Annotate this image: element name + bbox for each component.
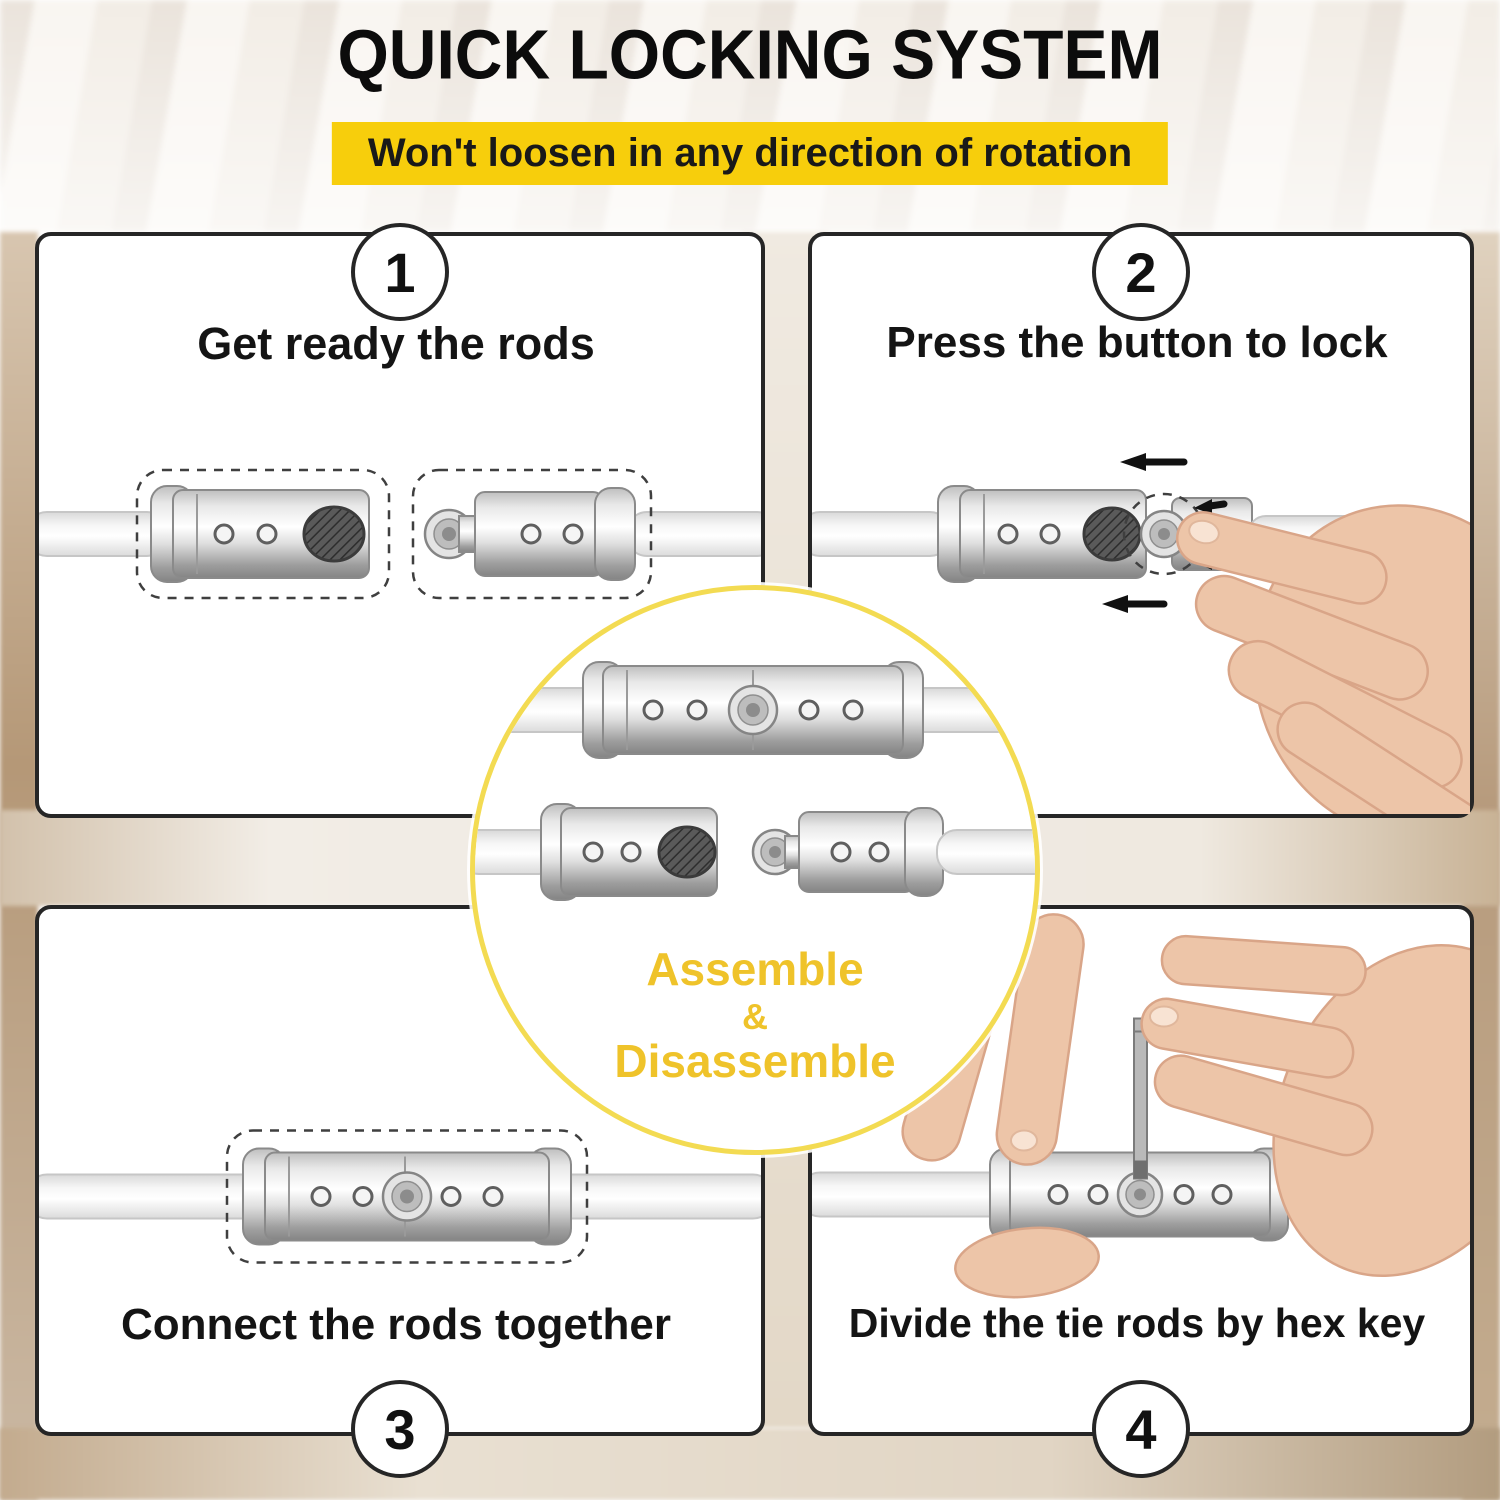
rod-left-graphic <box>812 511 951 557</box>
dashed-outline-right <box>411 468 653 600</box>
connector-joined-graphic <box>242 1147 572 1246</box>
lock-button-graphic <box>1139 509 1189 559</box>
step2-number: 2 <box>1125 240 1157 304</box>
step1-panel <box>35 232 765 818</box>
step1-illustration <box>39 468 761 600</box>
center-illustration <box>475 661 1035 901</box>
background-ceiling <box>0 0 1500 232</box>
connector-slot-graphic <box>150 485 370 583</box>
step4-number-badge: 4 <box>1092 1380 1190 1478</box>
background-floor <box>0 1428 1500 1500</box>
right-hand-graphic <box>1140 934 1470 1278</box>
step1-number: 1 <box>384 240 416 304</box>
step3-caption: Connect the rods together <box>120 1300 672 1349</box>
disassemble-label: Disassemble <box>614 1035 896 1087</box>
page-title: QUICK LOCKING SYSTEM <box>337 14 1163 94</box>
rod-right-graphic <box>626 511 761 557</box>
step2-caption: Press the button to lock <box>886 318 1388 367</box>
step2-illustration <box>812 453 1470 814</box>
step2-number-badge: 2 <box>1092 223 1190 321</box>
connector-separated-graphic <box>475 803 1035 901</box>
subtitle-banner: Won't loosen in any direction of rotatio… <box>331 122 1169 185</box>
step3-number: 3 <box>384 1397 416 1461</box>
step1-caption: Get ready the rods <box>197 318 595 369</box>
rod-left-graphic <box>39 511 168 557</box>
dashed-outline <box>225 1129 589 1264</box>
step4-number: 4 <box>1125 1397 1157 1461</box>
ampersand-label: & <box>742 996 768 1037</box>
step3-illustration <box>39 1129 761 1264</box>
connector-button-graphic <box>423 487 636 581</box>
step4-illustration <box>812 913 1470 1299</box>
hand-graphic <box>1175 504 1470 814</box>
connector-slot-graphic <box>937 485 1147 583</box>
step2-panel <box>808 232 1474 818</box>
step4-caption: Divide the tie rods by hex key <box>848 1300 1426 1346</box>
step1-number-badge: 1 <box>351 223 449 321</box>
step3-number-badge: 3 <box>351 1380 449 1478</box>
dashed-outline-left <box>135 468 391 600</box>
connector-joined-graphic <box>475 661 1035 759</box>
assemble-label: Assemble <box>646 943 864 995</box>
assemble-disassemble-badge: Assemble & Disassemble <box>470 585 1040 1155</box>
